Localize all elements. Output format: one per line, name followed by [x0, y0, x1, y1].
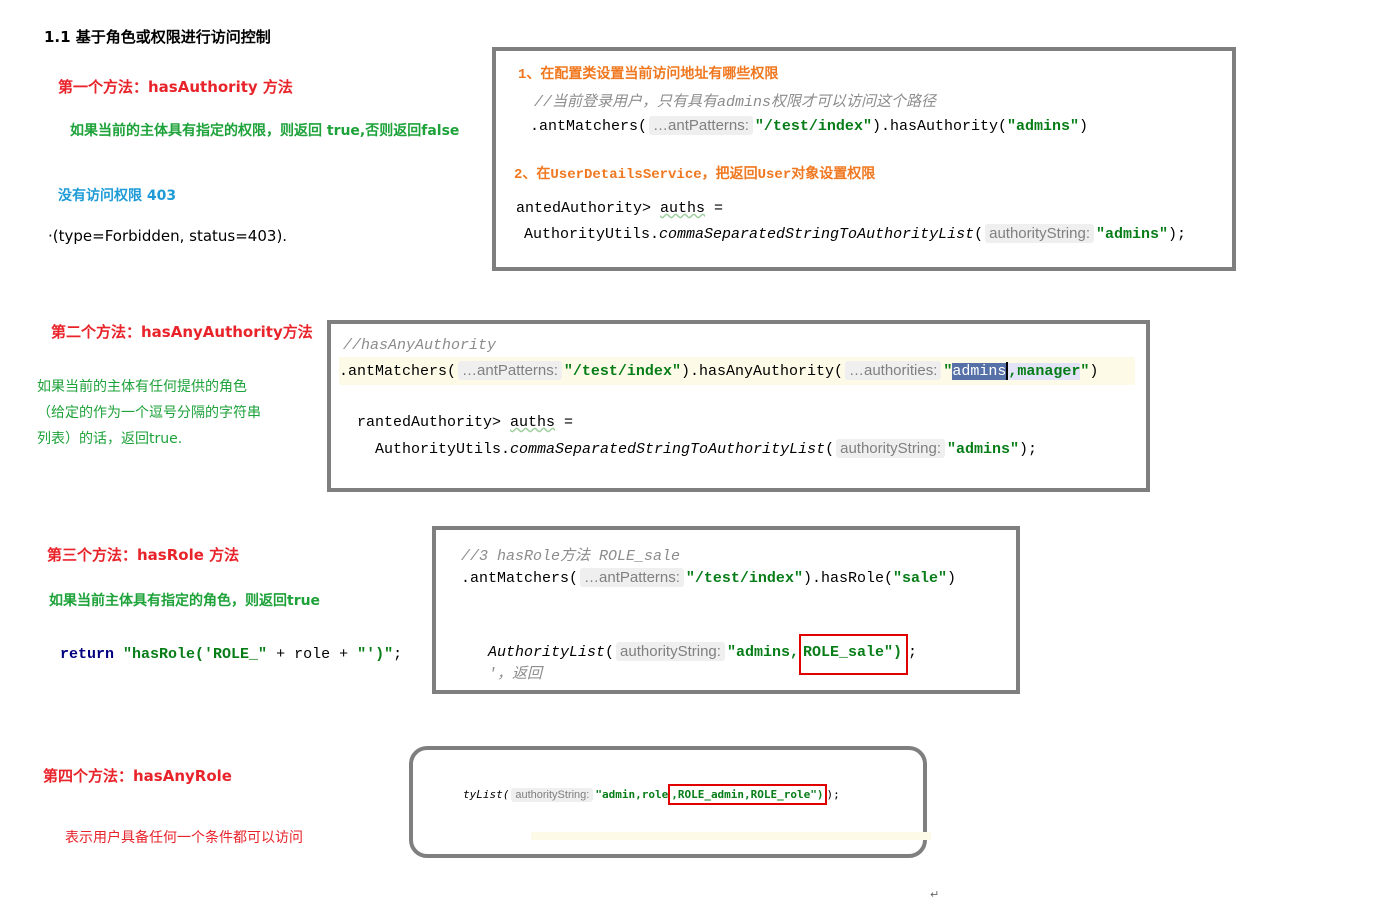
code-box-3: //3 hasRole方法 ROLE_sale .antMatchers(…an…	[432, 526, 1020, 694]
code-token: (	[825, 441, 835, 458]
code-string: ,manager	[1008, 363, 1081, 380]
code-comment: //当前登录用户，只有具有admins权限才可以访问这个路径	[534, 94, 937, 111]
code-token: =	[555, 414, 574, 431]
code-line-antmatchers: .antMatchers(…antPatterns:"/test/index")…	[339, 357, 1135, 385]
code-string: "/test/index"	[563, 363, 681, 380]
code-token: );	[1019, 441, 1038, 458]
code-token: );	[826, 788, 840, 801]
step1-label: 1、在配置类设置当前访问地址有哪些权限	[518, 67, 779, 83]
code-line-authorityutils: AuthorityUtils.commaSeparatedStringToAut…	[524, 224, 1187, 243]
code-string: "	[1080, 363, 1090, 380]
code-comment: //3 hasRole方法 ROLE_sale	[461, 548, 681, 565]
section1-description: 如果当前的主体具有指定的权限，则返回 true,否则返回false	[70, 123, 460, 139]
param-hint: authorityString:	[985, 224, 1094, 243]
section4-description: 表示用户具备任何一个条件都可以访问	[65, 830, 303, 846]
error-text: (type=Forbidden, status=403).	[52, 227, 288, 245]
error-prefix: ·	[48, 227, 53, 245]
code-token: ).hasAnyAuthority(	[680, 363, 843, 380]
code-line-authoritylist: AuthorityList(authorityString:"admins,RO…	[488, 634, 917, 675]
code-token: )	[1079, 118, 1089, 135]
code-line-auths: antedAuthority> auths =	[516, 200, 723, 217]
code-string: "	[943, 363, 953, 380]
code-comment-partial: '，返回	[488, 666, 543, 683]
code-line-authorityutils: AuthorityUtils.commaSeparatedStringToAut…	[375, 439, 1038, 458]
code-line-tylist: tyList(authorityString:"admin,role,ROLE_…	[463, 784, 840, 805]
code-string: "/test/index"	[754, 118, 872, 135]
code-string: "admins"	[947, 441, 1020, 458]
code-string: "admin,role	[595, 788, 669, 801]
code-comment: //hasAnyAuthority	[343, 337, 497, 354]
code-token: =	[705, 200, 724, 217]
code-string: "')"	[357, 646, 394, 663]
code-line-antmatchers: .antMatchers(…antPatterns:"/test/index")…	[530, 116, 1089, 135]
code-token: antedAuthority>	[516, 200, 661, 217]
code-string: "hasRole('ROLE_"	[123, 646, 268, 663]
code-token: .antMatchers(	[339, 363, 457, 380]
code-token: rantedAuthority>	[357, 414, 511, 431]
code-method: tyList(	[463, 788, 510, 801]
highlighted-role: ROLE_sale")	[798, 634, 908, 675]
code-token: ;	[393, 646, 403, 663]
code-token: (	[974, 226, 984, 243]
param-hint: …antPatterns:	[580, 568, 684, 587]
code-string: "sale"	[892, 570, 947, 587]
code-token: );	[1168, 226, 1187, 243]
code-string: "/test/index"	[685, 570, 803, 587]
code-variable: auths	[510, 414, 556, 431]
param-hint: …antPatterns:	[649, 116, 753, 135]
code-method: commaSeparatedStringToAuthorityList	[659, 226, 975, 243]
line-highlight	[531, 832, 931, 840]
code-token: AuthorityUtils.	[375, 441, 511, 458]
param-hint: …antPatterns:	[458, 361, 562, 380]
code-keyword: return	[60, 646, 115, 663]
code-token: ).hasRole(	[802, 570, 893, 587]
highlighted-roles: ,ROLE_admin,ROLE_role")	[668, 784, 827, 805]
code-string: "admins,	[726, 644, 799, 661]
code-token: .antMatchers(	[530, 118, 648, 135]
code-token: )	[946, 570, 956, 587]
code-box-2: //hasAnyAuthority .antMatchers(…antPatte…	[327, 320, 1150, 492]
code-token: ).hasAuthority(	[871, 118, 1007, 135]
code-token: )	[1089, 363, 1099, 380]
code-variable: auths	[660, 200, 706, 217]
code-box-4: tyList(authorityString:"admin,role,ROLE_…	[409, 746, 931, 858]
code-string: "admins"	[1006, 118, 1079, 135]
section2-desc-line2: （给定的作为一个逗号分隔的字符串	[37, 405, 261, 421]
section2-heading: 第二个方法：hasAnyAuthority方法	[51, 323, 313, 341]
param-hint: authorityString:	[616, 642, 725, 661]
code-token: (	[605, 644, 615, 661]
paragraph-mark-icon: ↵	[930, 888, 940, 901]
code-method: AuthorityList	[488, 644, 606, 661]
code-token: ;	[907, 644, 917, 661]
param-hint: …authorities:	[844, 361, 942, 380]
section2-desc-line1: 如果当前的主体有任何提供的角色	[37, 379, 247, 395]
code-line-antmatchers: .antMatchers(…antPatterns:"/test/index")…	[461, 568, 956, 587]
code-method: commaSeparatedStringToAuthorityList	[510, 441, 826, 458]
step2-label: 2、在UserDetailsService，把返回User对象设置权限	[514, 167, 876, 183]
text-caret	[1006, 362, 1009, 381]
code-string: "admins"	[1096, 226, 1169, 243]
section3-description: 如果当前主体具有指定的角色，则返回true	[49, 593, 321, 609]
code-line-return: return "hasRole('ROLE_" + role + "')";	[60, 646, 402, 663]
error-message: ·(type=Forbidden, status=403).	[48, 227, 287, 245]
page-title: 1.1 基于角色或权限进行访问控制	[44, 28, 271, 46]
section3-heading: 第三个方法：hasRole 方法	[47, 546, 240, 564]
section4-heading: 第四个方法：hasAnyRole	[43, 767, 232, 785]
code-box-1: 1、在配置类设置当前访问地址有哪些权限 //当前登录用户，只有具有admins权…	[492, 47, 1236, 271]
section2-desc-line3: 列表）的话，返回true.	[37, 431, 183, 447]
code-line-auths: rantedAuthority> auths =	[357, 414, 573, 431]
param-hint: authorityString:	[511, 788, 594, 802]
selected-text[interactable]: admins	[952, 363, 1007, 380]
param-hint: authorityString:	[836, 439, 945, 458]
code-token: AuthorityUtils.	[524, 226, 660, 243]
code-token: + role +	[267, 646, 358, 663]
code-token: .antMatchers(	[461, 570, 579, 587]
no-access-label: 没有访问权限 403	[58, 188, 177, 204]
section1-heading: 第一个方法：hasAuthority 方法	[58, 78, 293, 96]
